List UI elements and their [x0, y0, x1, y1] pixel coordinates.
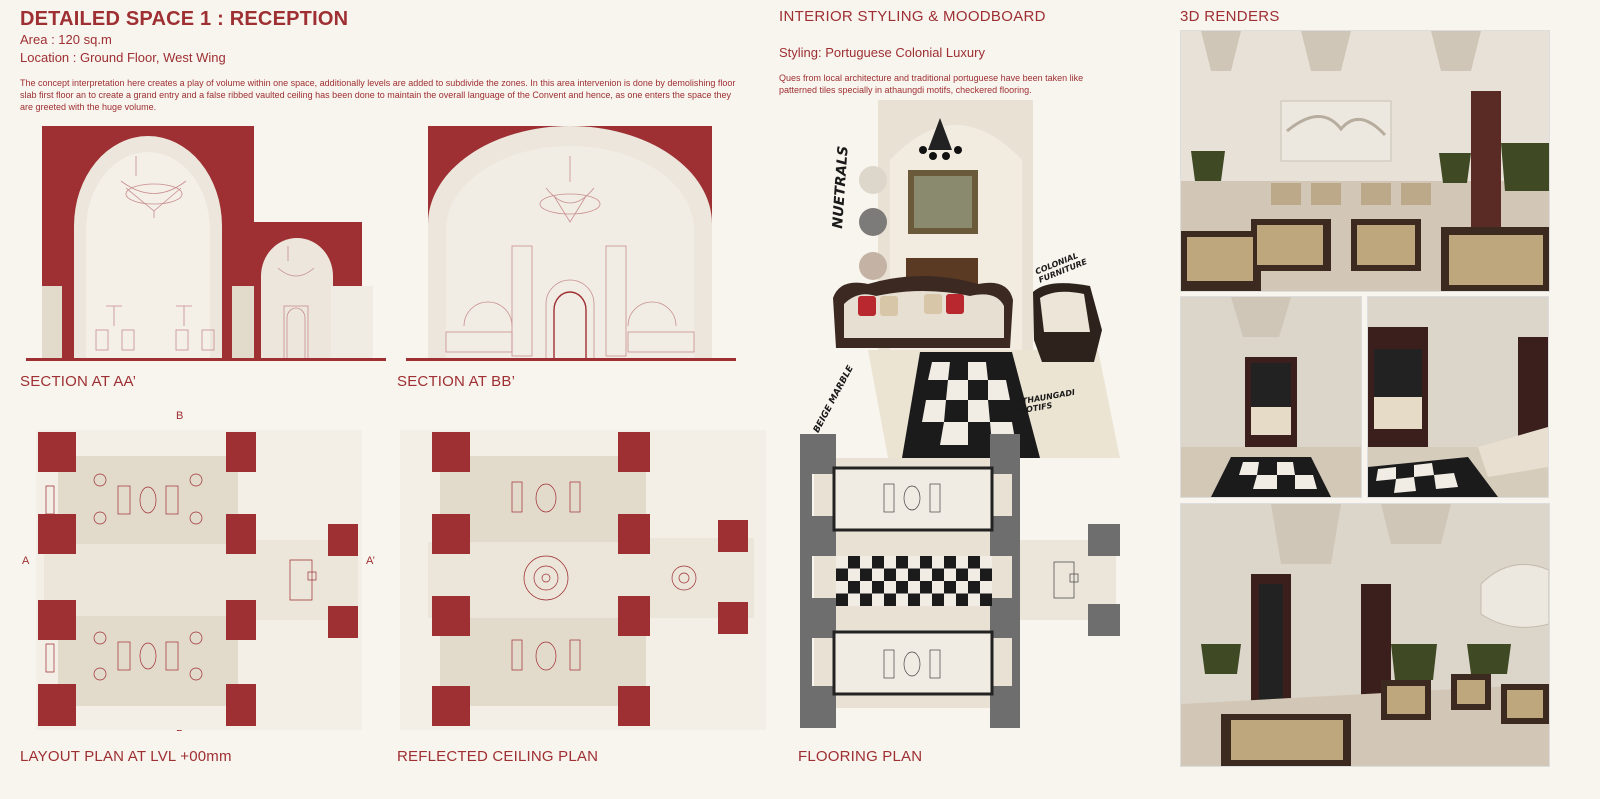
- renders-title: 3D RENDERS: [1180, 8, 1280, 25]
- render-image-1: [1180, 30, 1550, 292]
- section-bb-caption: SECTION AT BB’: [397, 373, 516, 390]
- location-text: Location : Ground Floor, West Wing: [20, 50, 226, 65]
- page-title: DETAILED SPACE 1 : RECEPTION: [20, 8, 349, 30]
- moodboard-title: INTERIOR STYLING & MOODBOARD: [779, 8, 1046, 25]
- section-bb-drawing: [406, 126, 736, 361]
- section-marker-a: A: [22, 555, 30, 567]
- layout-plan-drawing: [36, 430, 362, 730]
- section-aa-caption: SECTION AT AA’: [20, 373, 137, 390]
- section-marker-b: B: [176, 410, 184, 422]
- styling-subtitle: Styling: Portuguese Colonial Luxury: [779, 45, 985, 60]
- rcp-caption: REFLECTED CEILING PLAN: [397, 748, 599, 765]
- flooring-plan-drawing: [800, 434, 1120, 728]
- render-image-3: [1367, 296, 1549, 498]
- reflected-ceiling-plan-drawing: [400, 430, 766, 730]
- moodboard-description: Ques from local architecture and traditi…: [779, 73, 1084, 95]
- area-text: Area : 120 sq.m: [20, 32, 112, 47]
- render-image-4: [1180, 503, 1550, 767]
- flooring-plan-caption: FLOORING PLAN: [798, 748, 923, 765]
- section-marker-a-prime: A’: [366, 555, 375, 567]
- render-image-2: [1180, 296, 1362, 498]
- moodboard-collage: [833, 100, 1120, 458]
- section-aa-drawing: [26, 126, 386, 361]
- concept-description: The concept interpretation here creates …: [20, 78, 736, 112]
- layout-plan-caption: LAYOUT PLAN AT LVL +00mm: [20, 748, 232, 765]
